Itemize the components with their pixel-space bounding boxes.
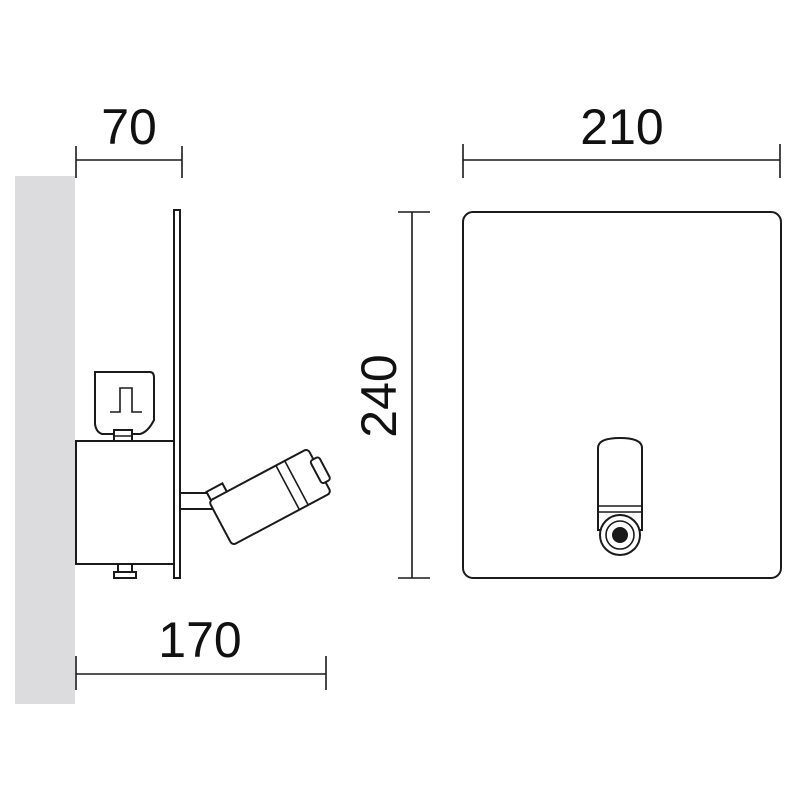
front-plate-side — [173, 209, 181, 579]
side-view: 70 170 — [15, 99, 331, 704]
front-plate — [462, 211, 782, 579]
dimension-label-height: 240 — [351, 354, 407, 437]
spotlight-side — [209, 449, 331, 545]
dimension-depth: 70 — [75, 99, 183, 178]
front-view: 210 240 — [351, 99, 782, 579]
wall — [15, 176, 75, 704]
dimension-label-projection: 170 — [158, 612, 241, 668]
dimension-height: 240 — [351, 211, 430, 579]
housing-box — [75, 440, 175, 565]
connector-block — [94, 371, 155, 442]
bottom-screw — [113, 563, 137, 579]
spotlight-front — [597, 436, 643, 556]
dimension-label-depth: 70 — [101, 99, 157, 155]
dimension-projection: 170 — [75, 612, 327, 690]
dimension-width: 210 — [462, 99, 781, 178]
dimension-label-width: 210 — [580, 99, 663, 155]
